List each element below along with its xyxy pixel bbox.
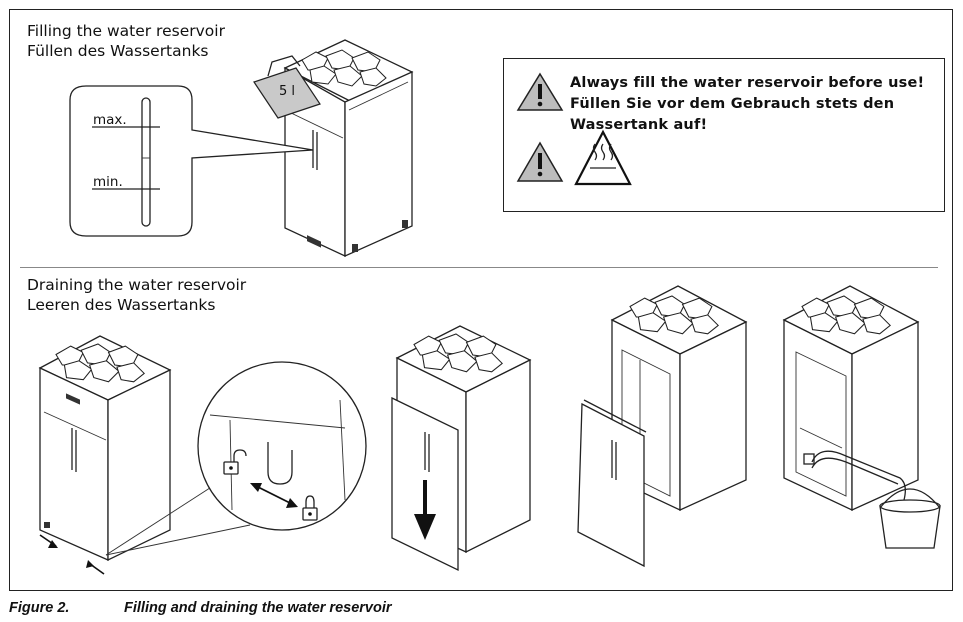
unlock-icon (223, 449, 247, 475)
draining-heading: Draining the water reservoir Leeren des … (27, 275, 246, 315)
lock-icon (302, 495, 318, 521)
bucket-icon (879, 488, 941, 549)
bucket-volume-label: 5 l (279, 84, 295, 99)
gauge-max-label: max. (93, 112, 127, 128)
warning-triangle-icon (516, 141, 564, 182)
filling-title-en: Filling the water reservoir (27, 22, 225, 40)
draining-title-en: Draining the water reservoir (27, 276, 247, 294)
warning-line-2: Füllen Sie vor dem Gebrauch stets den (570, 96, 895, 112)
illustrations: 5 l (38, 39, 941, 575)
water-bucket-icon (253, 55, 321, 119)
draining-step3-heater (577, 285, 748, 568)
section-divider (20, 267, 938, 268)
draining-step1-heater (38, 335, 172, 575)
figure-number: Figure 2. (9, 600, 70, 616)
filling-title-de: Füllen des Wassertanks (27, 42, 209, 60)
warning-text: Always fill the water reservoir before u… (570, 73, 924, 136)
warning-triangle-icon (516, 72, 564, 111)
warning-box: Always fill the water reservoir before u… (503, 58, 945, 212)
filling-heater (283, 39, 414, 258)
draining-title-de: Leeren des Wassertanks (27, 296, 216, 314)
filling-heading: Filling the water reservoir Füllen des W… (27, 21, 225, 61)
warning-line-1: Always fill the water reservoir before u… (570, 75, 925, 91)
figure-title: Filling and draining the water reservoir (124, 600, 392, 616)
lock-zoom-callout (105, 361, 367, 556)
double-arrow-icon (250, 483, 298, 508)
gauge-callout (69, 85, 314, 237)
figure-frame (9, 9, 953, 591)
gauge-min-label: min. (93, 174, 123, 190)
draining-step2-heater (391, 325, 532, 572)
warning-line-3: Wassertank auf! (570, 117, 708, 133)
draining-step4-heater (782, 285, 920, 512)
hot-surface-icon (574, 129, 632, 186)
